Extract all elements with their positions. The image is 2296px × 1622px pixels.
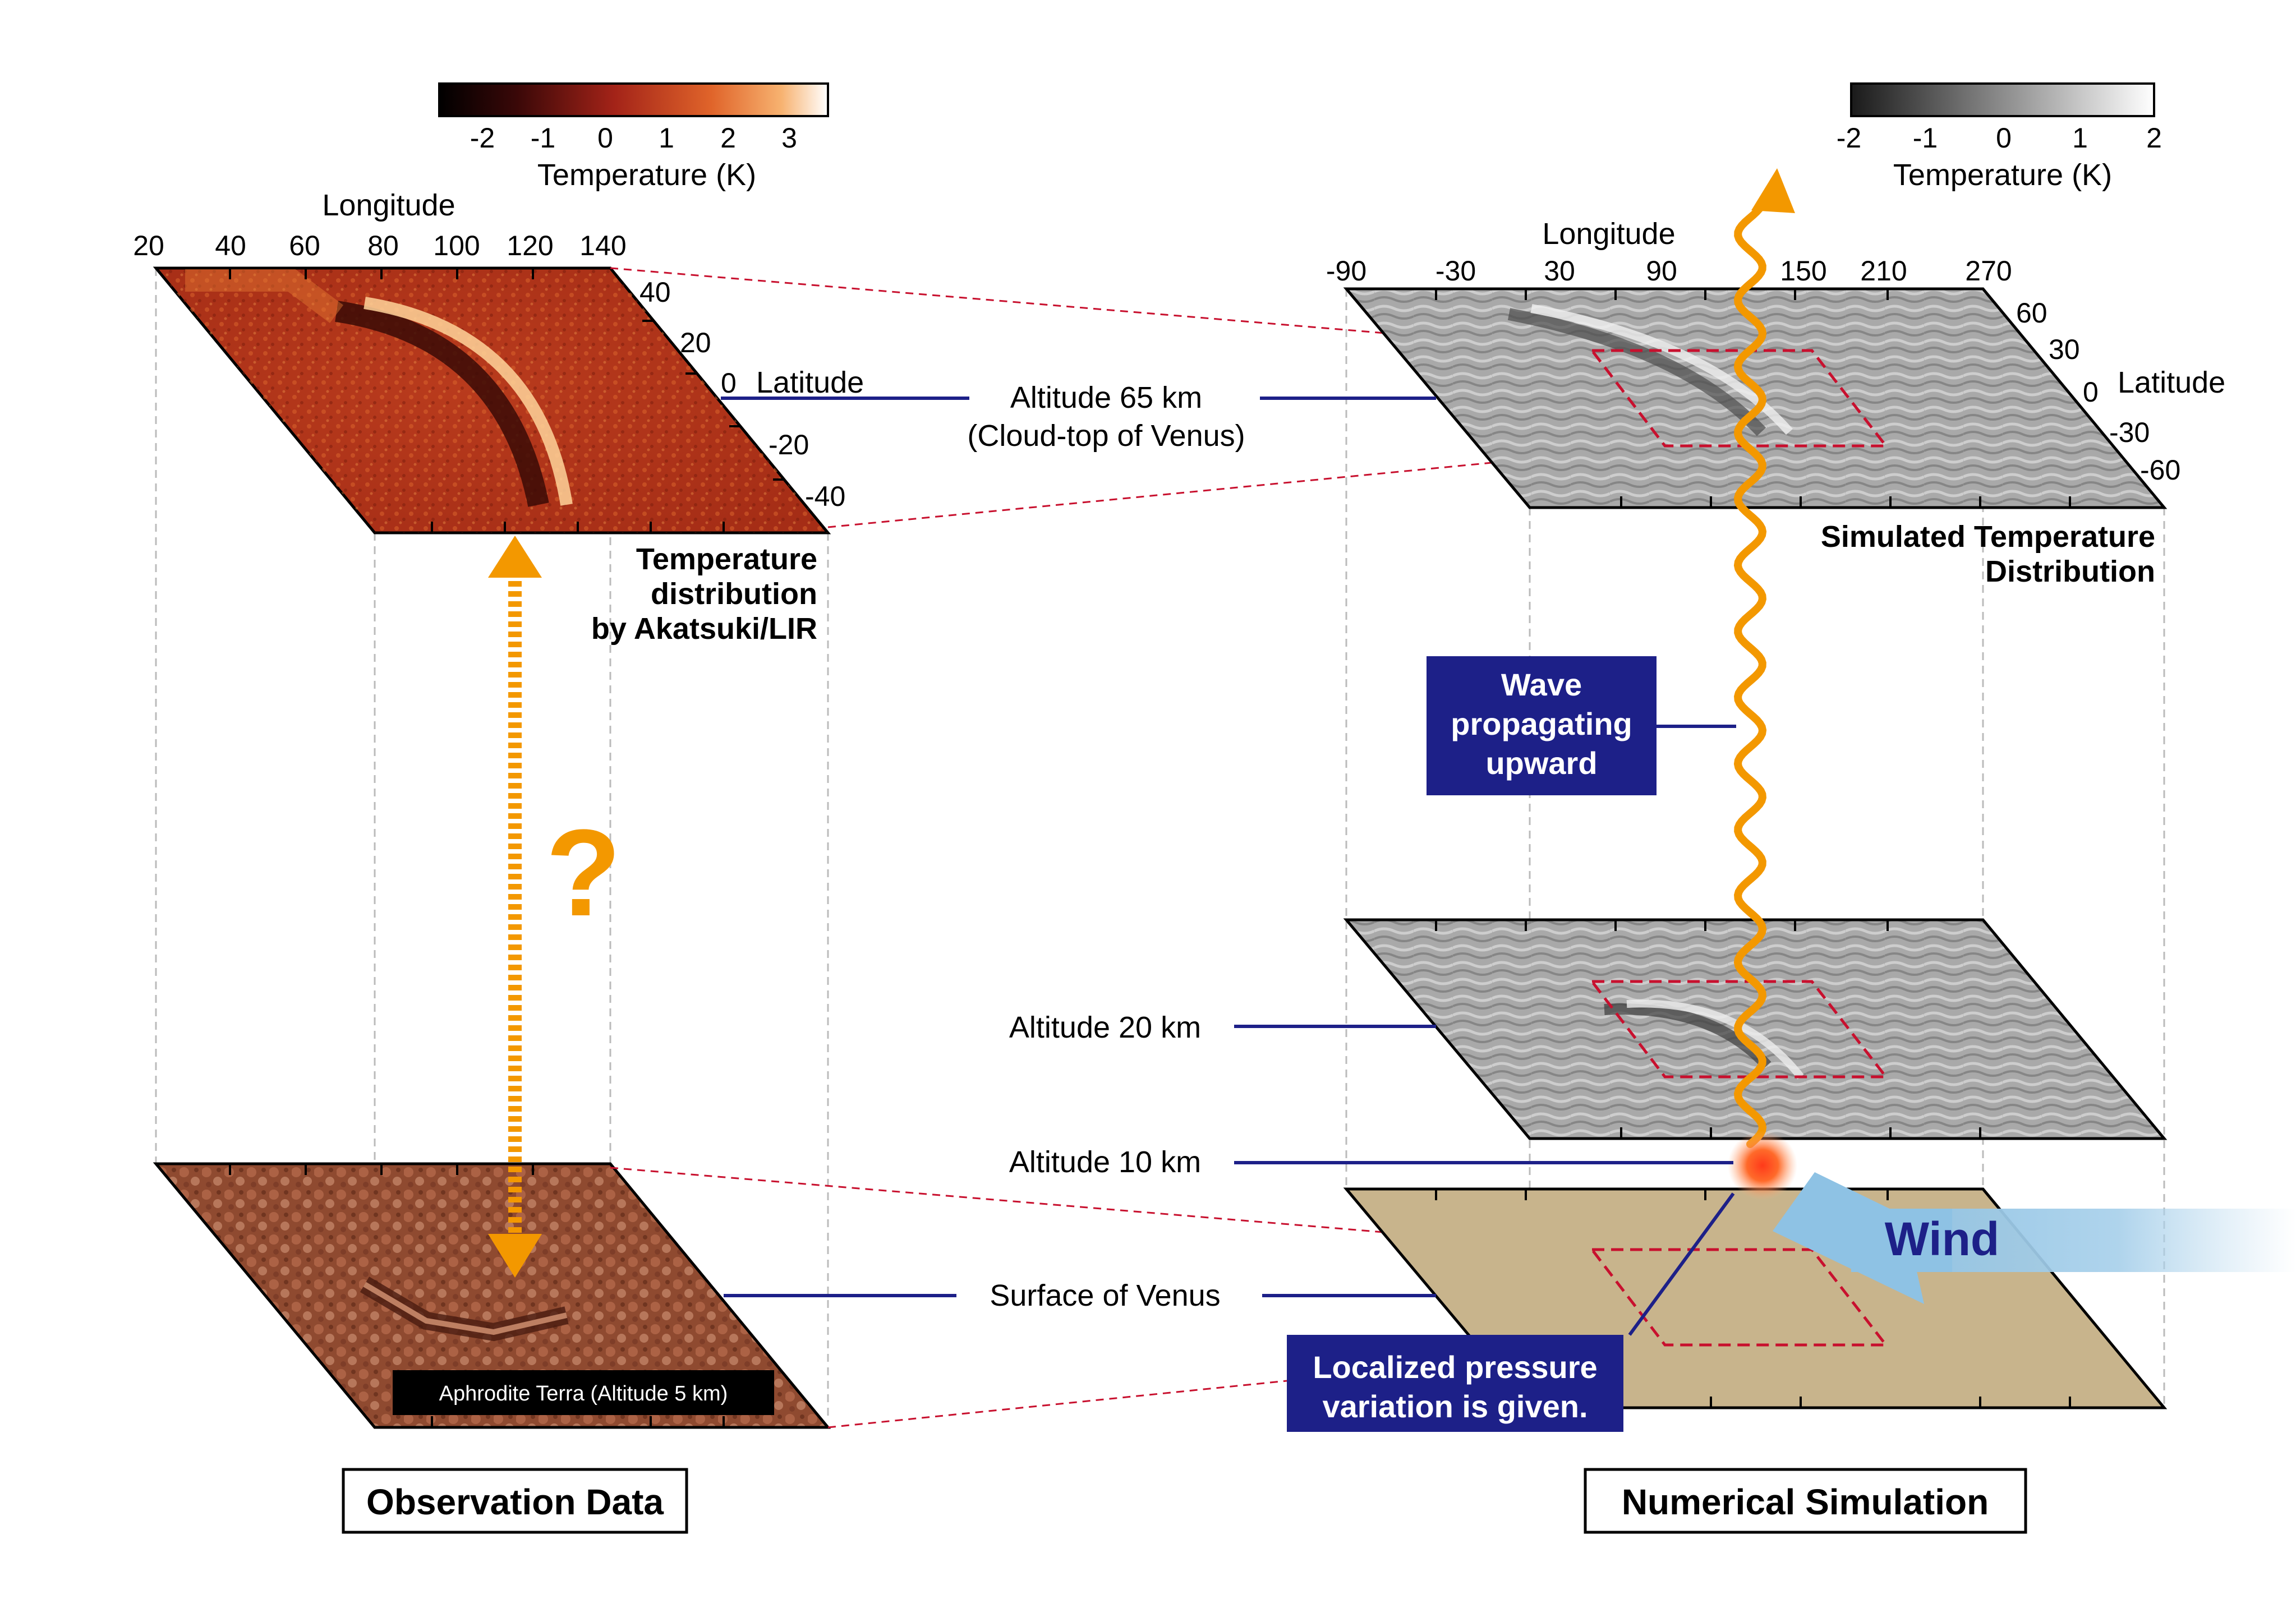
terrain-label: Aphrodite Terra (Altitude 5 km) [439, 1382, 728, 1406]
pressure-source [1728, 1131, 1797, 1200]
simulation-longitude-tick: 150 [1780, 255, 1826, 287]
altitude-65-sublabel: (Cloud-top of Venus) [967, 419, 1245, 453]
observation-longitude-tick: 80 [367, 230, 399, 261]
left-colorbar-tick: 2 [720, 122, 736, 154]
simulation-latitude-tick: 30 [2049, 334, 2080, 365]
wave-box-line: propagating [1451, 706, 1632, 741]
wave-box-line: Wave [1501, 667, 1582, 702]
left-colorbar-tick: 3 [781, 122, 797, 154]
observation-latitude-tick: 0 [721, 367, 737, 399]
simulation-longitude-tick: 90 [1646, 255, 1677, 287]
wave-box-line: upward [1485, 745, 1597, 781]
simulation-longitude-tick: -90 [1326, 255, 1366, 287]
observation-caption-line: Temperature [636, 542, 817, 576]
left-colorbar-gradient [438, 82, 829, 117]
simulation-longitude-tick: 270 [1965, 255, 2012, 287]
left-colorbar-tick: -1 [531, 122, 555, 154]
simulation-longitude-tick: 210 [1860, 255, 1907, 287]
observation-terrain-map: Aphrodite Terra (Altitude 5 km) [153, 1162, 831, 1429]
right-colorbar-tick: -2 [1837, 122, 1861, 154]
right-colorbar-label: Temperature (K) [1893, 158, 2112, 192]
pressure-box-line: variation is given. [1322, 1389, 1588, 1424]
observation-latitude-tick: 40 [639, 277, 671, 308]
observation-longitude-tick: 40 [215, 230, 246, 261]
simulation-surface-ticks [1435, 1189, 2071, 1408]
observation-caption-line: by Akatsuki/LIR [591, 612, 817, 646]
observation-latitude-tick: -20 [769, 429, 809, 460]
observation-map-ticks [229, 268, 784, 533]
simulation-section-title: Numerical Simulation [1584, 1468, 2027, 1534]
observation-longitude-tick: 20 [133, 230, 164, 261]
simulation-map-20km [1343, 918, 2168, 1140]
surface-of-venus-label: Surface of Venus [990, 1279, 1220, 1312]
right-colorbar-tick: 0 [1996, 122, 2012, 154]
right-colorbar-gradient [1850, 82, 2155, 117]
left-colorbar-tick: -2 [470, 122, 495, 154]
simulation-title-text: Numerical Simulation [1622, 1482, 1989, 1522]
simulation-caption-line: Distribution [1985, 555, 2155, 588]
left-colorbar-tick: 0 [597, 122, 613, 154]
region-box-20km [1589, 980, 1889, 1079]
observation-section-title: Observation Data [342, 1468, 688, 1534]
wind-arrow [1773, 1172, 2296, 1304]
simulation-map-65km [1343, 287, 2168, 509]
observation-longitude-tick: 120 [507, 230, 553, 261]
simulation-caption-line: Simulated Temperature [1821, 520, 2155, 554]
observation-latitude-tick: 20 [680, 327, 711, 358]
pressure-box-line: Localized pressure [1313, 1349, 1597, 1385]
region-box-65km [1589, 349, 1889, 448]
observation-latitude-tick: -40 [805, 481, 845, 512]
simulation-longitude-tick: 30 [1544, 255, 1575, 287]
simulation-latitude-tick: 0 [2083, 376, 2099, 408]
altitude-65-label: Altitude 65 km [1010, 381, 1202, 414]
altitude-20-label: Altitude 20 km [1009, 1011, 1201, 1044]
altitude-10-label: Altitude 10 km [1009, 1145, 1201, 1179]
right-colorbar-tick: 2 [2146, 122, 2162, 154]
region-box-surface [1589, 1248, 1889, 1347]
simulation-latitude-tick: -30 [2109, 417, 2150, 448]
center-connector-lines [721, 397, 1736, 1336]
pressure-variation-box: Localized pressure variation is given. [1287, 1335, 1623, 1432]
simulation-longitude-tick: -30 [1435, 255, 1476, 287]
simulation-longitude-title: Longitude [1542, 217, 1675, 251]
right-colorbar-tick: 1 [2072, 122, 2088, 154]
observation-temperature-map [153, 266, 831, 534]
observation-link-arrow [488, 536, 542, 1278]
observation-latitude-title: Latitude [756, 366, 864, 399]
simulation-latitude-title: Latitude [2118, 366, 2225, 399]
terrain-map-ticks [229, 1164, 725, 1427]
observation-longitude-tick: 100 [433, 230, 480, 261]
observation-title-text: Observation Data [366, 1482, 664, 1522]
wind-label: Wind [1885, 1213, 2000, 1265]
simulation-65km-ticks [1435, 289, 2071, 508]
observation-longitude-title: Longitude [322, 188, 455, 222]
simulation-latitude-tick: 60 [2016, 297, 2047, 329]
warm-arc [364, 297, 573, 506]
wave-propagating-box: Wave propagating upward [1427, 656, 1657, 795]
left-colorbar: -2 -1 0 1 2 3 Temperature (K) [438, 82, 829, 192]
question-mark: ? [546, 804, 621, 942]
left-colorbar-label: Temperature (K) [537, 158, 756, 192]
terrain-label-box [393, 1370, 774, 1415]
simulation-latitude-tick: -60 [2140, 454, 2180, 486]
right-colorbar: -2 -1 0 1 2 Temperature (K) [1837, 82, 2162, 192]
simulation-20km-ticks [1435, 920, 1981, 1139]
right-colorbar-tick: -1 [1913, 122, 1938, 154]
left-colorbar-tick: 1 [659, 122, 674, 154]
observation-caption-line: distribution [651, 577, 817, 611]
wave-arrow [1733, 168, 1795, 1148]
observation-longitude-tick: 60 [289, 230, 320, 261]
cold-arc [335, 301, 549, 507]
observation-longitude-tick: 140 [579, 230, 626, 261]
